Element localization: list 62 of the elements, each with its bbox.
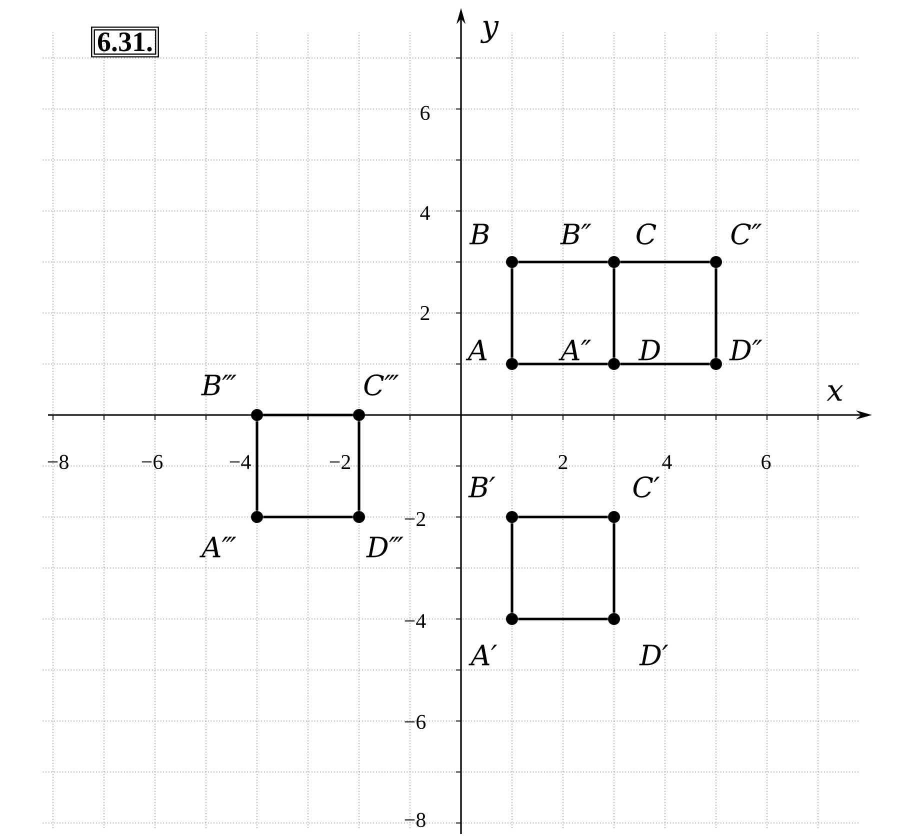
segment <box>620 362 710 366</box>
point-dot <box>608 256 620 268</box>
tick-label: 4 <box>420 206 430 220</box>
point-dot <box>353 409 365 421</box>
segment <box>263 516 353 518</box>
tick-label: 2 <box>558 455 568 469</box>
point-label: B′ <box>468 476 496 498</box>
point-dot <box>710 358 722 370</box>
point-label: D″ <box>729 340 762 360</box>
point-label: B‴ <box>201 374 236 396</box>
segment <box>518 260 608 264</box>
point-label: B <box>469 224 489 244</box>
point-label: A <box>466 340 487 360</box>
tick-label: 4 <box>662 455 672 469</box>
point-dot <box>251 511 263 523</box>
axis-label: x <box>826 385 844 401</box>
problem-number: 6.31. <box>91 26 159 58</box>
point-label: C <box>636 223 656 245</box>
tick-label: −2 <box>404 512 426 526</box>
tick-label: −4 <box>404 614 426 628</box>
segment <box>256 421 258 511</box>
segment <box>518 516 608 518</box>
tick-label: −2 <box>330 455 350 469</box>
point-dot <box>710 256 722 268</box>
point-dot <box>506 358 518 370</box>
point-label: A‴ <box>199 536 236 558</box>
segment <box>714 268 718 358</box>
segment <box>612 523 616 613</box>
point-dot <box>506 511 518 523</box>
segment <box>358 421 360 511</box>
segment <box>518 618 608 620</box>
tick-label: −8 <box>404 812 426 828</box>
segment <box>510 523 514 613</box>
point-label: D <box>638 340 660 360</box>
tick-label: 6 <box>420 106 430 120</box>
point-label: D‴ <box>366 536 404 558</box>
tick-label: −4 <box>230 455 251 469</box>
point-label: D′ <box>639 644 668 666</box>
point-dot <box>251 409 263 421</box>
point-dot <box>506 256 518 268</box>
point-dot <box>608 511 620 523</box>
point-dot <box>506 613 518 625</box>
point-dot <box>608 613 620 625</box>
segment <box>510 268 514 358</box>
point-label: C″ <box>731 223 762 245</box>
segment <box>620 260 710 264</box>
segment <box>612 268 616 358</box>
point-label: B″ <box>560 224 592 244</box>
tick-label: −6 <box>404 714 426 730</box>
tick-label: −8 <box>48 454 68 470</box>
tick-label: −6 <box>142 454 163 470</box>
point-dot <box>353 511 365 523</box>
point-label: C‴ <box>364 374 399 396</box>
tick-label: 2 <box>420 306 430 320</box>
segment <box>518 362 608 366</box>
point-label: A′ <box>468 644 498 666</box>
segment <box>263 414 353 416</box>
tick-label: 6 <box>762 454 771 470</box>
point-label: A″ <box>558 340 592 360</box>
point-dot <box>608 358 620 370</box>
point-label: C′ <box>633 476 660 498</box>
axis-label: y <box>480 20 499 44</box>
